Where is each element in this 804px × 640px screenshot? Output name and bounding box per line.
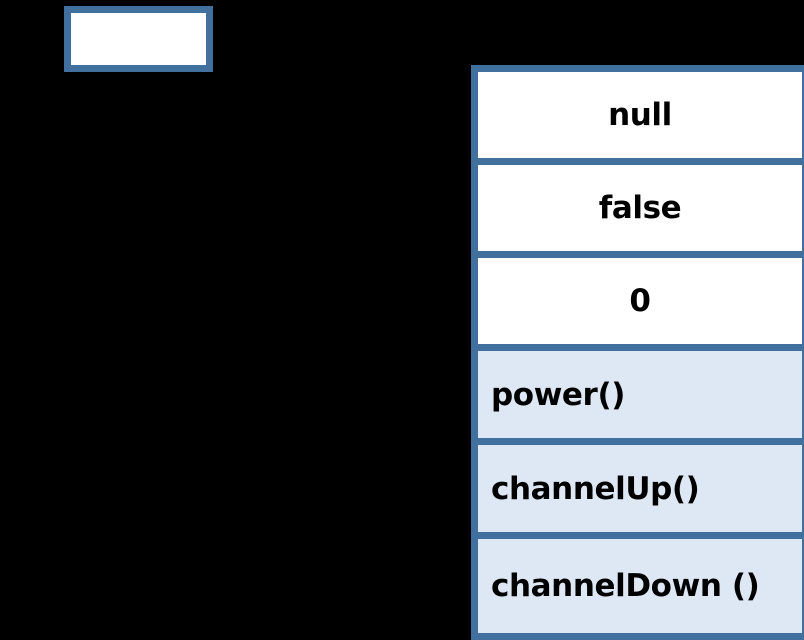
method-signature: channelUp() (491, 470, 700, 507)
object-compartment-panel[interactable]: null false 0 power() channelUp() channel… (471, 65, 804, 640)
method-signature: channelDown () (491, 568, 760, 604)
method-signature: power() (491, 376, 625, 413)
class-name-box[interactable] (64, 6, 213, 72)
attribute-row[interactable]: false (478, 165, 802, 258)
method-row[interactable]: power() (478, 351, 802, 445)
attribute-value: false (598, 190, 682, 226)
attribute-value: null (608, 97, 672, 133)
method-row[interactable]: channelUp() (478, 445, 802, 539)
method-row[interactable]: channelDown () (478, 539, 802, 633)
attribute-row[interactable]: 0 (478, 258, 802, 351)
class-name-label (71, 13, 206, 65)
attribute-value: 0 (629, 283, 651, 319)
panel-rows: null false 0 power() channelUp() channel… (478, 72, 802, 633)
attribute-row[interactable]: null (478, 72, 802, 165)
